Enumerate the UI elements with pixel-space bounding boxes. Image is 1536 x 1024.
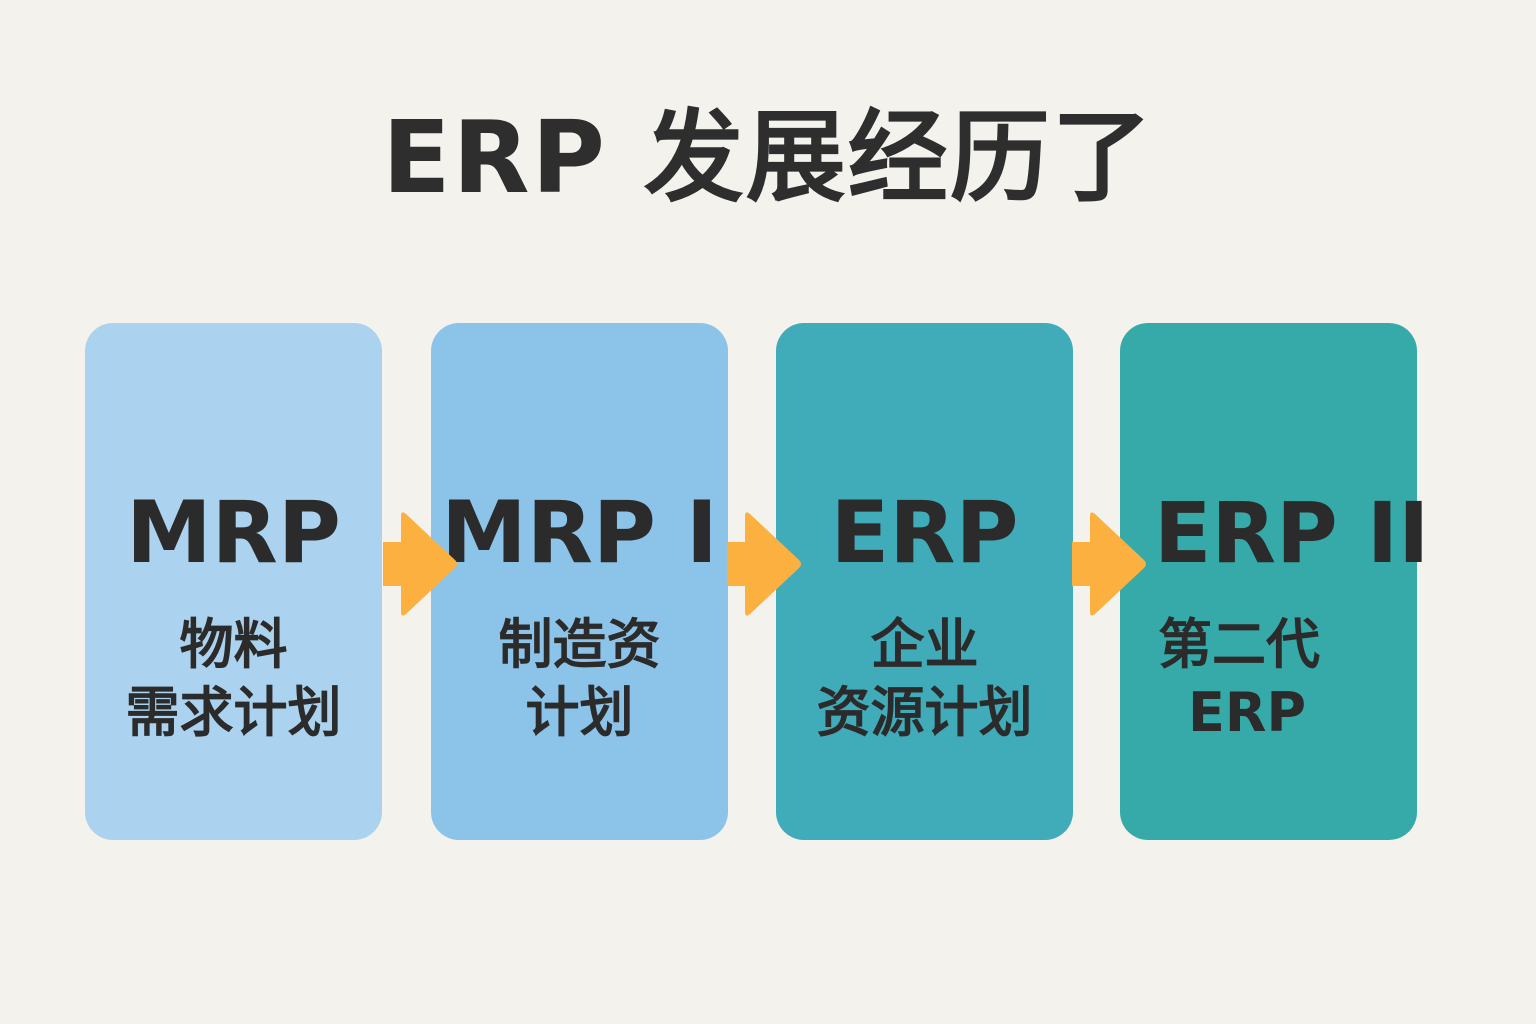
stage-description: 企业 资源计划: [776, 611, 1073, 747]
right-arrow-icon: [383, 512, 457, 616]
stage-description-line: 计划: [525, 681, 634, 744]
stage-code: MRP: [126, 483, 341, 583]
stage-description-line: 需求计划: [125, 681, 342, 744]
stage-card-mrp: MRP 物料 需求计划: [85, 323, 382, 840]
stage-description-line: 企业: [870, 613, 979, 676]
stage-description-line: 制造资: [498, 613, 661, 676]
stage-code: ERP II: [1154, 484, 1430, 582]
stage-description-line: 物料: [179, 613, 288, 676]
stage-description: 物料 需求计划: [85, 611, 382, 747]
stage-description-line: 资源计划: [816, 681, 1033, 744]
page-title: ERP 发展经历了: [382, 99, 1154, 216]
stage-description-line: 第二代: [1158, 613, 1320, 676]
stage-card-erp: ERP 企业 资源计划: [776, 323, 1073, 840]
stage-description: 制造资 计划: [431, 611, 728, 747]
right-arrow-icon: [1072, 512, 1146, 616]
stage-code: ERP: [830, 483, 1019, 583]
stage-description-line: ERP: [1188, 681, 1307, 744]
stage-code: MRP I: [441, 483, 718, 583]
stage-card-erp-ii: ERP II 第二代 ERP: [1120, 323, 1430, 840]
right-arrow-icon: [727, 512, 801, 616]
stage-card-mrp-i: MRP I 制造资 计划: [431, 323, 728, 840]
stage-description: 第二代 ERP: [1120, 611, 1417, 747]
